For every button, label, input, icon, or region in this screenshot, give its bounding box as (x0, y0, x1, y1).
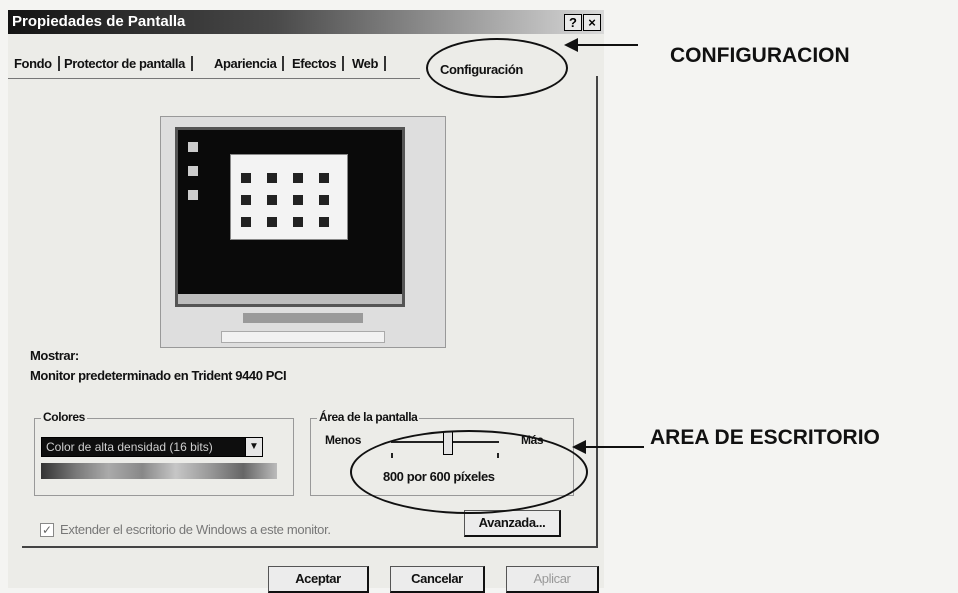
desktop-icon (188, 190, 198, 200)
screen-area-group-title: Área de la pantalla (317, 410, 420, 424)
monitor-name: Monitor predeterminado en Trident 9440 P… (30, 368, 287, 383)
display-label: Mostrar: (30, 348, 79, 363)
title-bar[interactable]: Propiedades de Pantalla ? × (8, 10, 604, 34)
preview-taskbar (178, 294, 402, 304)
desktop-icon (188, 142, 198, 152)
callout-line-config (578, 44, 638, 46)
highlight-ellipse-screen-area (350, 430, 588, 514)
display-properties-dialog: Propiedades de Pantalla ? × Fondo Protec… (8, 10, 604, 593)
tab-apariencia[interactable]: Apariencia (214, 56, 285, 71)
annotation-configuracion: CONFIGURACION (670, 44, 850, 67)
monitor-base (221, 331, 385, 343)
cancel-button[interactable]: Cancelar (390, 566, 485, 593)
dropdown-arrow-icon[interactable]: ▼ (245, 438, 262, 456)
desktop-icon (188, 166, 198, 176)
tab-divider (8, 78, 420, 79)
desktop-preview (175, 127, 405, 307)
colors-dropdown[interactable]: Color de alta densidad (16 bits) ▼ (41, 437, 263, 457)
close-button[interactable]: × (583, 14, 601, 31)
tab-protector-de-pantalla[interactable]: Protector de pantalla (64, 56, 193, 71)
colors-selected-value: Color de alta densidad (16 bits) (46, 440, 213, 454)
window-title: Propiedades de Pantalla (12, 13, 186, 30)
monitor-preview (160, 116, 446, 348)
highlight-ellipse-tab (426, 38, 568, 98)
monitor-stand (243, 313, 363, 323)
color-sample-bar (41, 463, 277, 479)
arrow-left-icon (564, 38, 578, 52)
pane-border-right (596, 76, 598, 546)
tab-efectos[interactable]: Efectos (292, 56, 345, 71)
extend-desktop-label: Extender el escritorio de Windows a este… (60, 522, 331, 537)
preview-window (230, 154, 348, 240)
ok-button[interactable]: Aceptar (268, 566, 369, 593)
pane-border-bottom (22, 546, 598, 548)
colors-group-title: Colores (41, 410, 87, 424)
apply-button[interactable]: Aplicar (506, 566, 599, 593)
extend-desktop-checkbox[interactable]: ✓ (40, 523, 54, 537)
callout-line-desktop-area (586, 446, 644, 448)
advanced-button[interactable]: Avanzada... (464, 510, 561, 537)
annotation-area-escritorio: AREA DE ESCRITORIO (650, 426, 880, 449)
arrow-left-icon (572, 440, 586, 454)
help-button[interactable]: ? (564, 14, 582, 31)
slider-min-label: Menos (325, 433, 362, 447)
tab-fondo[interactable]: Fondo (14, 56, 60, 71)
colors-group: Colores Color de alta densidad (16 bits)… (34, 410, 294, 496)
tab-web[interactable]: Web (352, 56, 387, 71)
